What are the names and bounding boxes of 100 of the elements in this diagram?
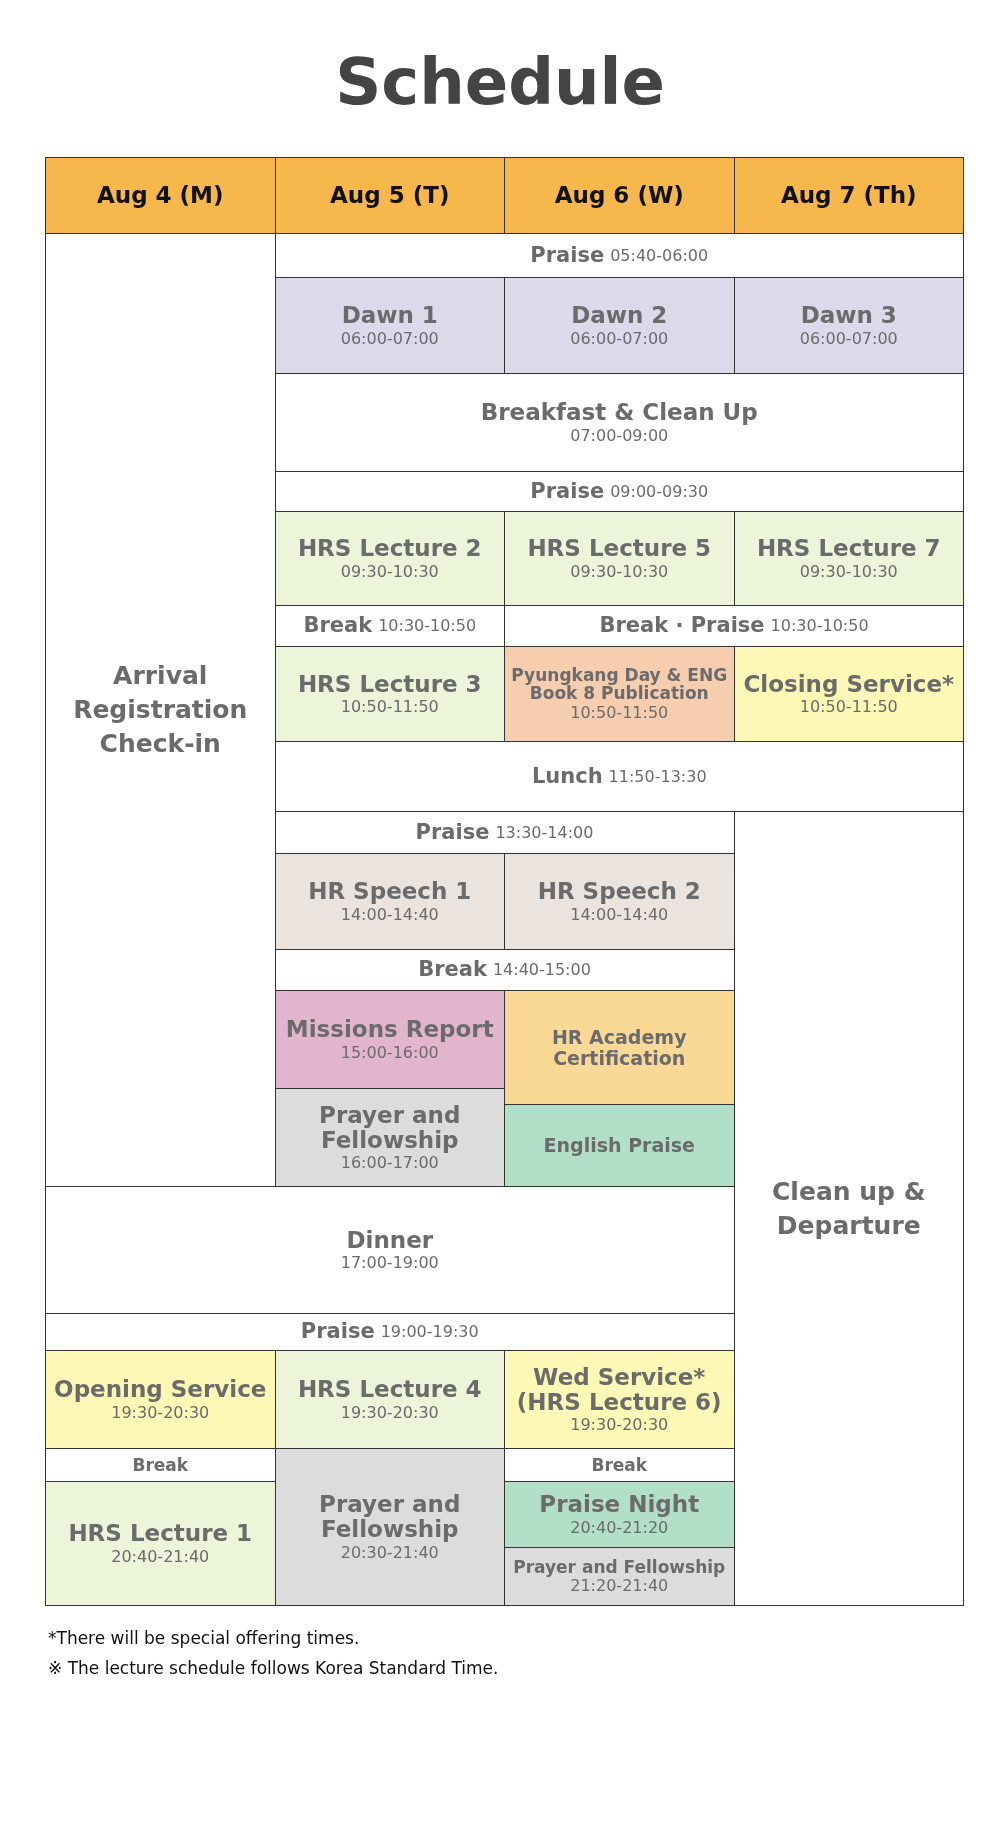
schedule-cell [505,1105,735,1187]
event-title: Dawn 1 [341,303,438,329]
time-range: 17:00-19:00 [340,1253,439,1273]
event-title: Dawn 2 [571,303,668,329]
schedule-cell [275,606,505,647]
schedule-cell [734,278,964,374]
day-heading: Aug 6 (W) [554,182,684,209]
schedule-cell [275,1449,505,1606]
time-range: 14:00-14:40 [340,904,439,924]
event-title: Breakfast & Clean Up [480,400,758,426]
time-range: 07:00-09:00 [570,425,669,445]
schedule-cell [275,812,735,854]
schedule-cell [275,991,505,1089]
schedule-cell [275,1089,505,1187]
header-cell [505,158,735,234]
event-title: HRS Lecture 2 [297,536,482,562]
time-range: 06:00-07:00 [799,328,898,348]
time-range: 09:00-09:30 [610,481,709,502]
event-title: Wed Service* (HRS Lecture 6) [515,1364,723,1416]
event-title: HR Speech 2 [537,879,701,905]
schedule-cell [275,234,964,278]
event-title: HRS Lecture 4 [297,1377,482,1403]
schedule-cell [46,1449,276,1482]
schedule-cell [46,1351,276,1449]
time-range: 15:00-16:00 [340,1042,439,1062]
schedule-cell [275,278,505,374]
schedule-cell [505,991,735,1105]
time-range: 09:30-10:30 [340,561,439,581]
event-title: Praise [415,820,490,845]
day-heading: Aug 7 (Th) [780,182,917,209]
event-title: HRS Lecture 1 [68,1521,253,1547]
time-range: 19:30-20:30 [111,1402,210,1422]
event-title: Prayer and Fellowship [318,1102,462,1154]
event-title: Praise [300,1320,375,1344]
schedule-cell [275,374,964,472]
schedule-cell [505,1351,735,1449]
event-title: Break [303,614,373,638]
schedule-cell [46,1187,735,1314]
time-range: 16:00-17:00 [340,1153,439,1173]
schedule-cell [275,512,505,606]
time-range: 11:50-13:30 [608,766,707,787]
event-title: HR Academy Certification [550,1026,688,1069]
event-title: Missions Report [285,1017,494,1043]
footnote: ※ The lecture schedule follows Korea Standard Time. [48,1658,499,1678]
event-title: Closing Service* [743,671,955,698]
event-title: Prayer and Fellowship [513,1557,726,1577]
schedule-cell [275,854,505,950]
schedule-cell [505,512,735,606]
event-title: Break · Praise [599,614,765,638]
event-title: Prayer and Fellowship [318,1492,462,1543]
time-range: 09:30-10:30 [570,561,669,581]
schedule-cell [505,647,735,742]
event-title: Dinner [346,1227,434,1254]
time-range: 09:30-10:30 [799,561,898,581]
header-cell [734,158,964,234]
time-range: 10:30-10:50 [770,616,869,636]
schedule-cell [275,950,735,991]
time-range: 19:00-19:30 [380,1322,479,1342]
page-title: Schedule [334,45,666,119]
event-title: Pyungkang Day & ENG Book 8 Publication [510,665,729,704]
event-title: English Praise [543,1135,695,1156]
schedule-cell [46,234,276,1187]
event-title: Clean up & Departure [771,1175,927,1242]
event-title: Break [591,1455,648,1475]
header-cell [275,158,505,234]
time-range: 10:50-11:50 [799,697,898,717]
day-heading: Aug 4 (M) [96,182,224,209]
time-range: 19:30-20:30 [570,1415,669,1435]
time-range: 20:40-21:40 [111,1546,210,1566]
schedule-cell [505,1482,735,1548]
event-title: Opening Service [54,1377,267,1403]
schedule-cell [505,1548,735,1606]
time-range: 14:40-15:00 [492,960,591,980]
time-range: 14:00-14:40 [570,904,669,924]
event-title: HR Speech 1 [308,879,472,905]
time-range: 05:40-06:00 [610,245,709,266]
time-range: 10:30-10:50 [378,616,477,636]
event-title: Dawn 3 [800,303,897,329]
event-title: HRS Lecture 5 [527,536,712,562]
event-title: Praise [530,243,605,268]
time-range: 20:40-21:20 [570,1517,669,1537]
time-range: 20:30-21:40 [340,1542,439,1562]
schedule-cell [734,812,964,1606]
time-range: 06:00-07:00 [340,328,439,348]
schedule-cell [275,647,505,742]
event-title: Break [132,1455,189,1475]
schedule-cell [505,278,735,374]
time-range: 13:30-14:00 [495,822,594,843]
time-range: 06:00-07:00 [570,328,669,348]
schedule-cell [734,512,964,606]
event-title: Arrival Registration Check-in [72,660,249,760]
day-heading: Aug 5 (T) [330,182,450,209]
schedule-cell [505,854,735,950]
schedule-cell [734,647,964,742]
time-range: 21:20-21:40 [570,1576,669,1596]
time-range: 10:50-11:50 [570,703,669,723]
schedule-cell [275,1351,505,1449]
schedule-cell [275,472,964,512]
schedule-cell [46,1314,735,1351]
time-range: 19:30-20:30 [340,1402,439,1422]
